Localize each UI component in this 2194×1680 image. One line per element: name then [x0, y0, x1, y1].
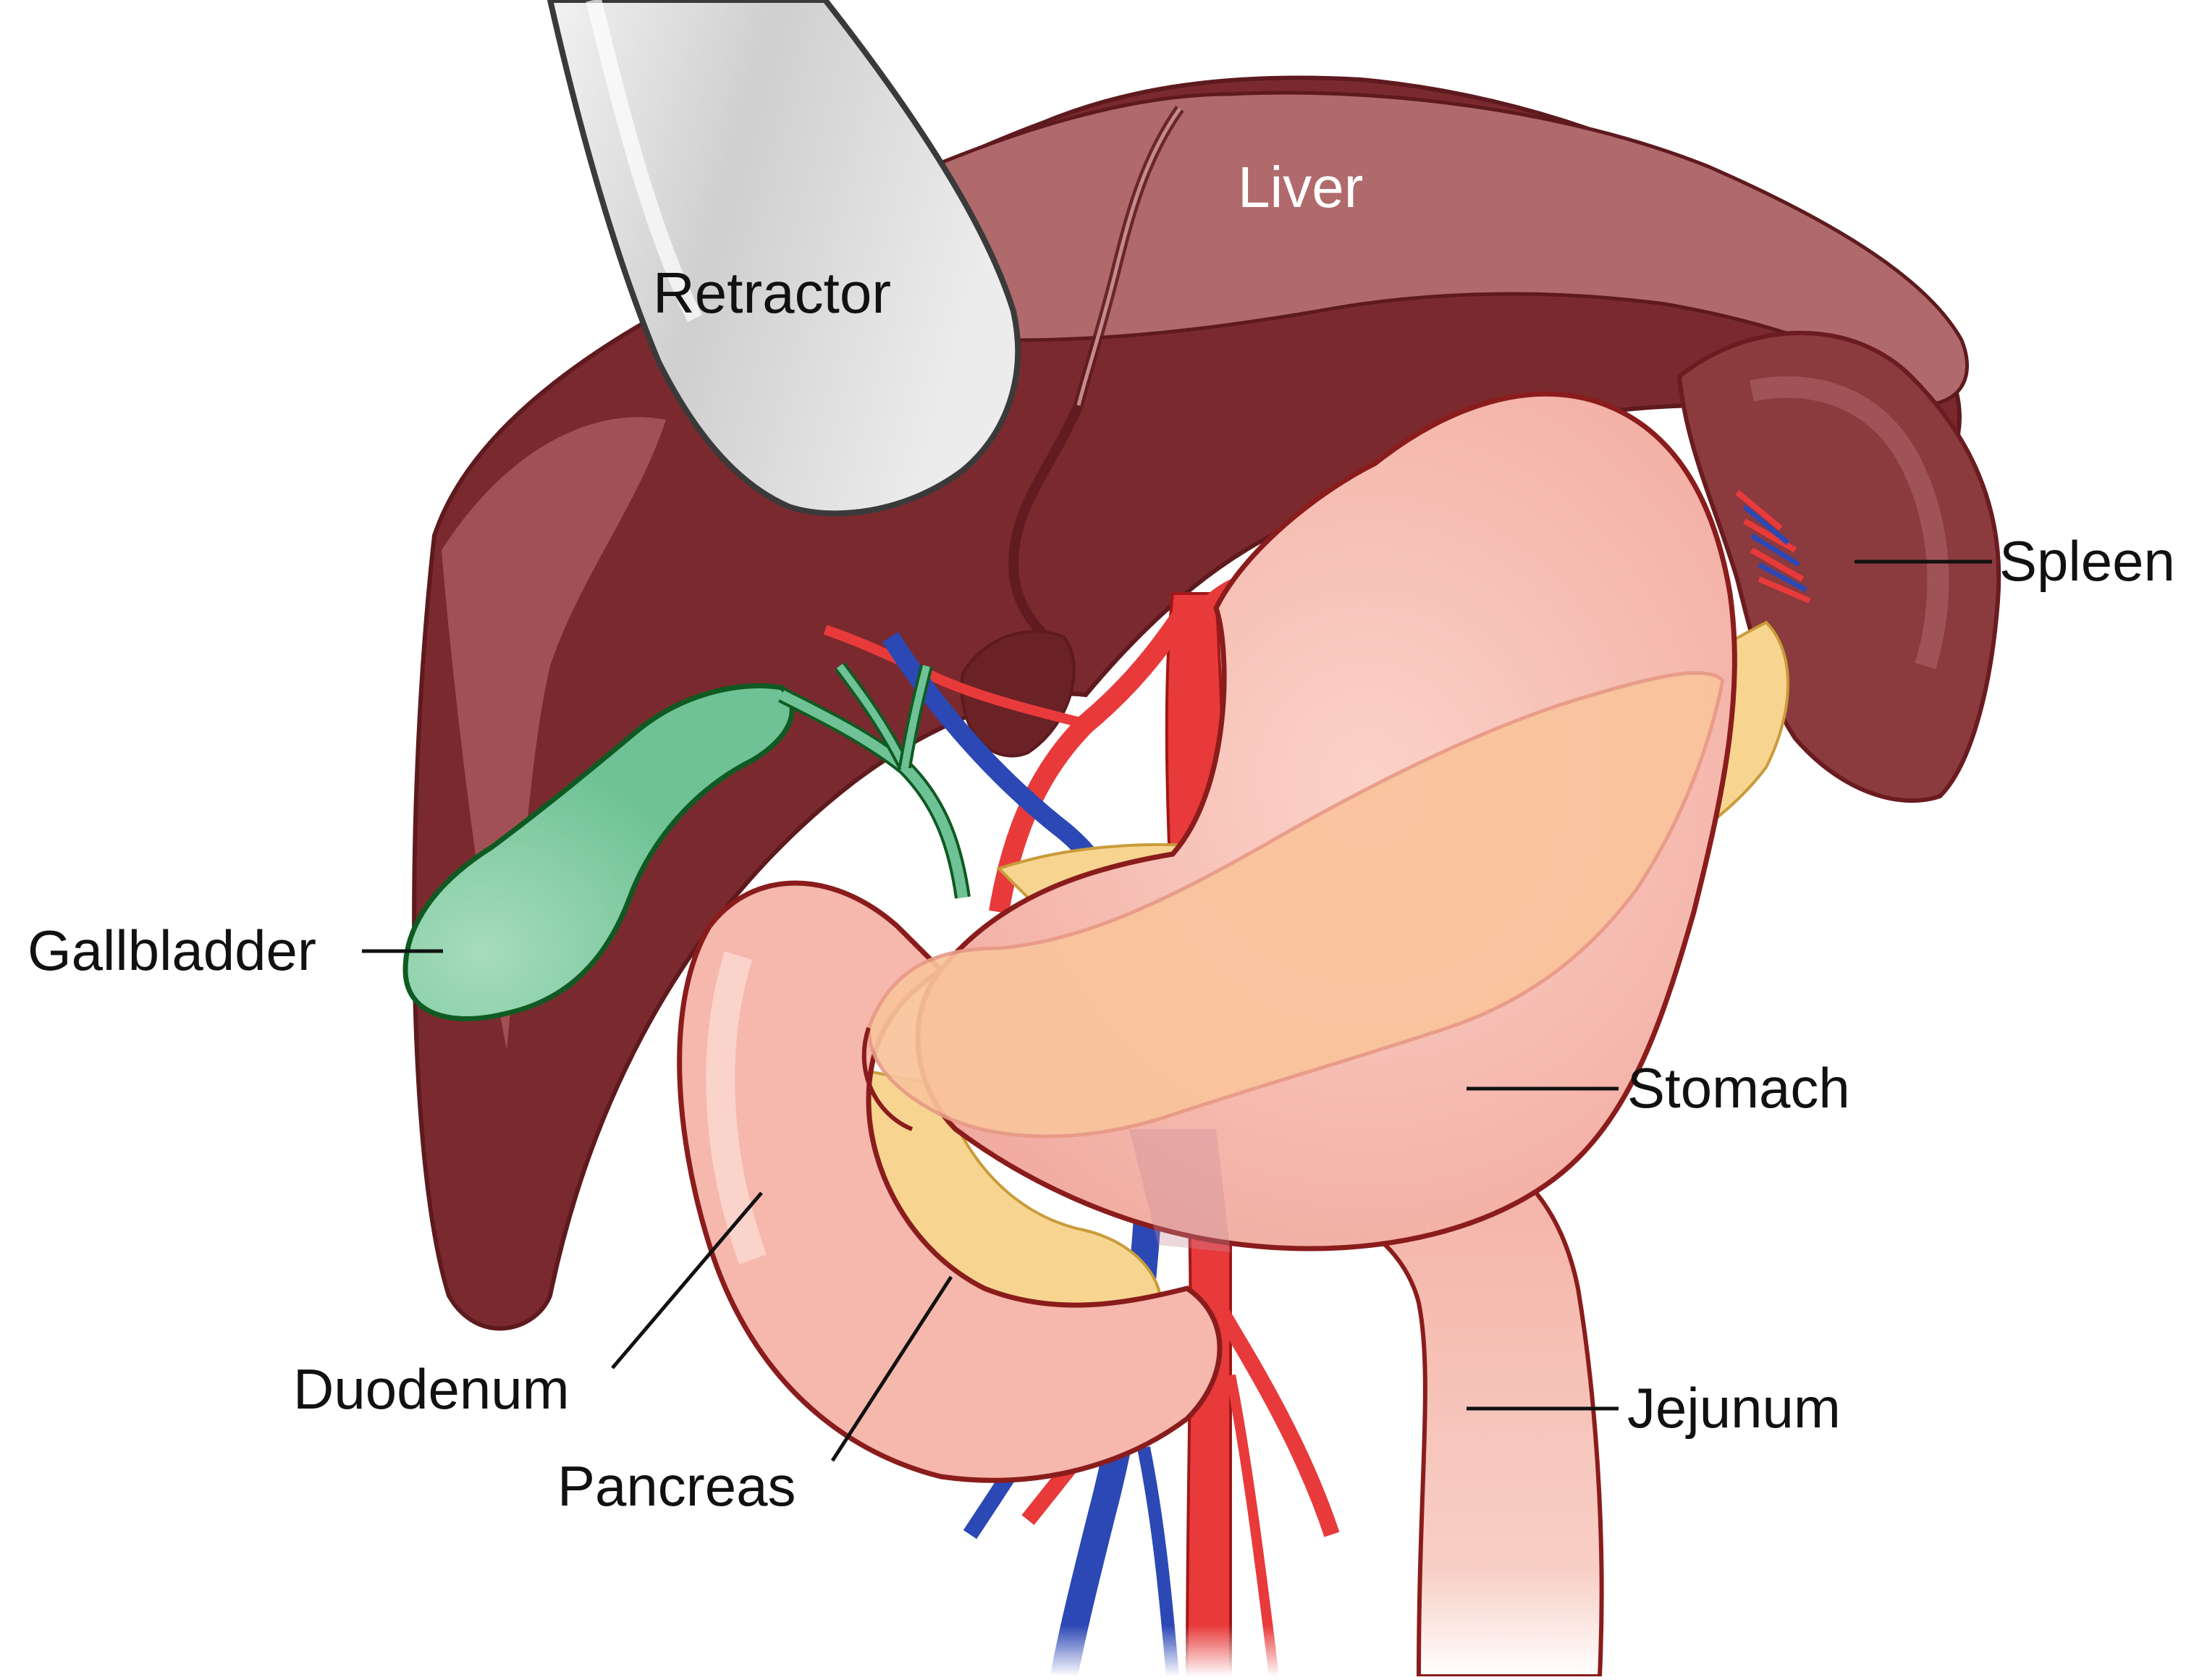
spleen — [1676, 331, 2001, 803]
duodenum-label: Duodenum — [293, 1357, 570, 1421]
gallbladder-label: Gallbladder — [28, 919, 316, 982]
spleen-label: Spleen — [1999, 529, 2175, 593]
stomach-label: Stomach — [1627, 1056, 1850, 1120]
gallbladder — [402, 662, 971, 1021]
stomach — [861, 391, 1737, 1252]
pancreas-label: Pancreas — [557, 1454, 796, 1518]
jejunum-label: Jejunum — [1627, 1376, 1841, 1440]
gallbladder-sac — [402, 683, 795, 1021]
duodenum-leader — [611, 1191, 763, 1369]
liver-label: Liver — [1238, 155, 1363, 219]
labels: Liver Retractor Spleen Gallbladder Stoma… — [28, 155, 2175, 1518]
retractor-label: Retractor — [653, 261, 891, 325]
duodenum-c-loop — [677, 880, 1223, 1483]
pancreas-leader — [830, 1275, 953, 1462]
stomach-omental-band — [866, 671, 1725, 1139]
retractor — [547, 0, 1021, 517]
retractor-blade — [547, 0, 1021, 517]
spleen-body — [1676, 331, 2001, 803]
